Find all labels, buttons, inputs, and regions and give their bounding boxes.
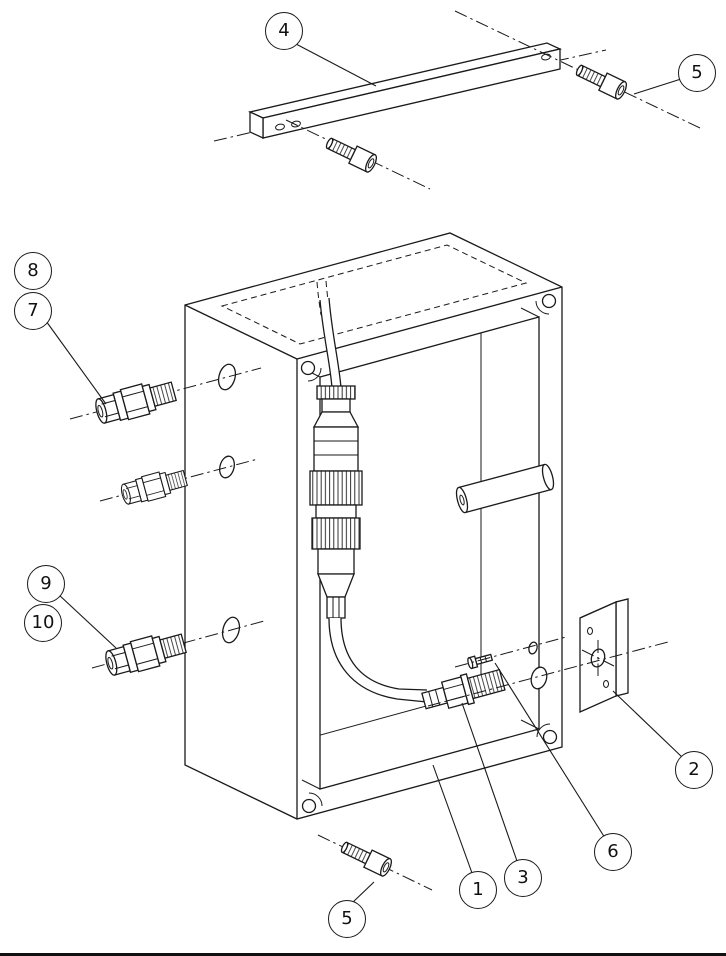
rim-corner-screw bbox=[541, 293, 557, 309]
cap-screw-middle bbox=[322, 133, 380, 175]
balloon-label: 8 bbox=[27, 260, 39, 281]
balloon-9: 9 bbox=[27, 565, 65, 603]
balloon-label: 4 bbox=[278, 20, 290, 41]
bulkhead-connector bbox=[421, 668, 506, 710]
balloon-label: 5 bbox=[341, 908, 353, 929]
mounting-bar bbox=[213, 42, 607, 142]
rim-corner-screw bbox=[301, 798, 317, 814]
balloon-label: 9 bbox=[40, 573, 52, 594]
balloon-label: 10 bbox=[31, 612, 55, 633]
rim-corner-screw bbox=[300, 360, 316, 376]
balloon-10: 10 bbox=[24, 604, 62, 642]
balloon-label: 6 bbox=[607, 841, 619, 862]
balloon-7: 7 bbox=[14, 292, 52, 330]
enclosure-box bbox=[184, 232, 563, 820]
balloon-label: 5 bbox=[691, 62, 703, 83]
balloon-4: 4 bbox=[265, 12, 303, 50]
balloon-label: 3 bbox=[517, 867, 529, 888]
gland-hole-middle bbox=[219, 455, 235, 479]
cable-connector-assembly bbox=[309, 280, 428, 703]
balloon-3: 3 bbox=[504, 859, 542, 897]
balloon-6: 6 bbox=[594, 833, 632, 871]
screw-axis-bottom bbox=[317, 834, 433, 891]
connector-hole-right-wall bbox=[530, 666, 548, 690]
rim-corner-screw bbox=[542, 729, 558, 745]
cable-gland-top bbox=[92, 375, 179, 428]
gland-hole-top bbox=[217, 363, 237, 391]
connector-axis bbox=[427, 641, 669, 707]
balloon-label: 2 bbox=[688, 759, 700, 780]
balloon-label: 7 bbox=[27, 300, 39, 321]
balloon-5-bottom: 5 bbox=[328, 900, 366, 938]
balloon-5-top: 5 bbox=[678, 54, 716, 92]
small-screw-axis bbox=[454, 636, 567, 668]
cap-screw-bottom bbox=[337, 837, 395, 879]
balloon-1: 1 bbox=[459, 871, 497, 909]
cable-gland-bottom bbox=[102, 627, 189, 680]
cable-gland-middle bbox=[118, 465, 190, 508]
cap-screw-top-right bbox=[572, 60, 630, 102]
balloon-2: 2 bbox=[675, 751, 713, 789]
leader-lines bbox=[45, 43, 684, 904]
balloon-label: 1 bbox=[472, 879, 484, 900]
mounting-plate bbox=[579, 598, 629, 714]
balloon-8: 8 bbox=[14, 252, 52, 290]
